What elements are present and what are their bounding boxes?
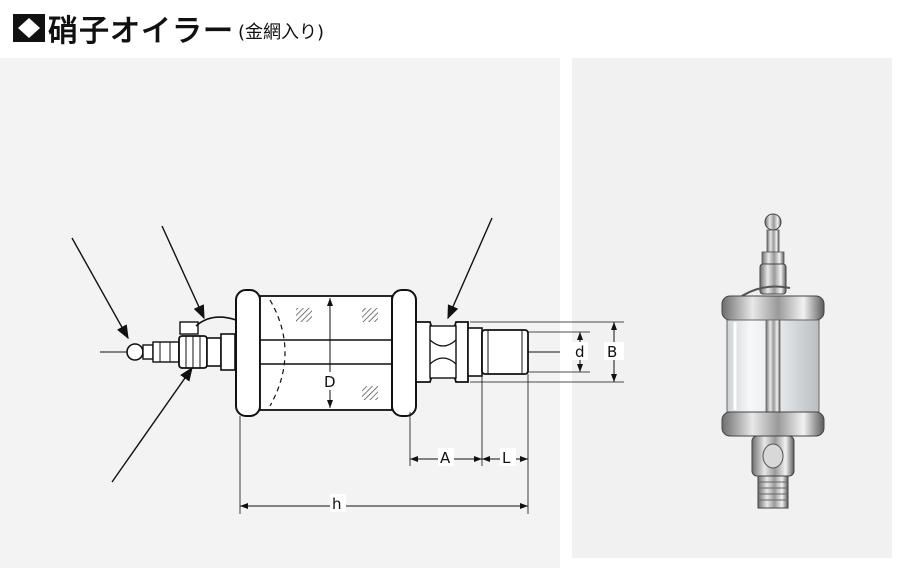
leader-arrow-sight (447, 217, 493, 320)
leader-arrow-valve (111, 366, 193, 483)
page-title: 硝子オイラー (48, 14, 234, 49)
left-cap (235, 289, 261, 417)
ball-knob (126, 341, 180, 363)
needle-valve (178, 316, 241, 371)
sight-section (415, 321, 483, 383)
page-subtitle: (金網入り) (238, 22, 325, 43)
label-D: D (324, 373, 336, 391)
right-cap (391, 289, 417, 417)
label-B: B (607, 343, 617, 361)
label-L: L (502, 449, 511, 467)
thread-fitting (481, 329, 529, 375)
label-A: A (440, 449, 451, 467)
dashed-inner-curve (269, 299, 286, 407)
leader-arrow-lever (161, 225, 205, 320)
label-d: d (575, 343, 585, 361)
page-header: 硝子オイラー (金網入り) (12, 8, 325, 49)
glass-oiler-photo (721, 213, 825, 509)
diamond-icon (13, 14, 45, 42)
leader-arrow-ball (71, 237, 129, 340)
label-h: h (332, 495, 342, 513)
